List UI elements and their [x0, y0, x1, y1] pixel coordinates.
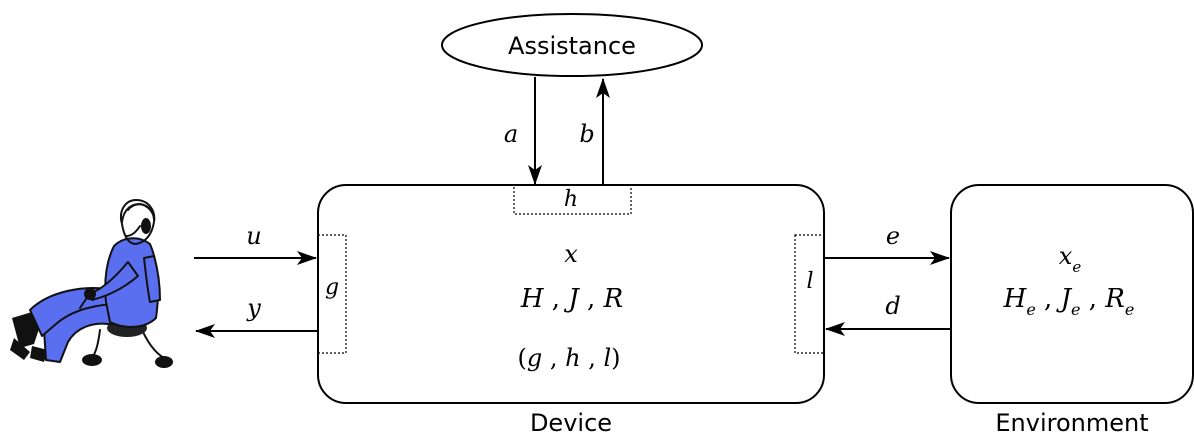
- device-port-l: l: [603, 344, 611, 372]
- device-ports-tuple: (g , h , l): [517, 344, 620, 372]
- environment-node: xe He , Je , Re: [950, 184, 1194, 404]
- device-caption: Device: [530, 409, 612, 436]
- device-state: x: [564, 240, 578, 268]
- port-l-label: l: [806, 269, 813, 294]
- signal-e: e: [886, 222, 900, 250]
- port-top-h: [513, 184, 632, 215]
- device-matrix-r: R: [603, 284, 624, 314]
- env-matrix-h: H: [1003, 284, 1028, 314]
- device-port-g: g: [527, 344, 542, 372]
- device-matrix-j: J: [563, 284, 580, 314]
- signal-d: d: [885, 292, 900, 320]
- environment-box: [950, 184, 1194, 404]
- device-matrices: H , J , R: [520, 284, 623, 314]
- assistance-node: Assistance: [441, 13, 703, 77]
- signal-b: b: [579, 120, 594, 148]
- signal-a: a: [504, 120, 518, 148]
- env-matrix-j: J: [1056, 284, 1073, 314]
- environment-state-symbol: x: [1059, 242, 1073, 270]
- signal-u: u: [246, 222, 261, 250]
- operator-icon: [10, 199, 173, 368]
- env-matrix-r: R: [1104, 284, 1125, 314]
- signal-y: y: [246, 294, 261, 322]
- environment-state: xe: [1059, 242, 1082, 276]
- env-matrix-h-sub: e: [1026, 300, 1035, 319]
- device-port-h: h: [565, 344, 580, 372]
- port-g-label: g: [325, 275, 339, 300]
- env-matrix-j-sub: e: [1071, 300, 1080, 319]
- port-h-label: h: [564, 187, 578, 212]
- device-node: h g l x H , J , R (g , h , l): [317, 184, 825, 404]
- env-matrix-r-sub: e: [1125, 300, 1134, 319]
- port-right-l: [794, 234, 825, 354]
- assistance-label: Assistance: [508, 32, 636, 60]
- environment-caption: Environment: [995, 409, 1148, 436]
- port-left-g: [317, 234, 347, 354]
- environment-matrices: He , Je , Re: [1003, 284, 1135, 319]
- assistance-ellipse: [441, 13, 703, 77]
- environment-state-sub: e: [1072, 258, 1081, 276]
- device-matrix-h: H: [520, 284, 545, 314]
